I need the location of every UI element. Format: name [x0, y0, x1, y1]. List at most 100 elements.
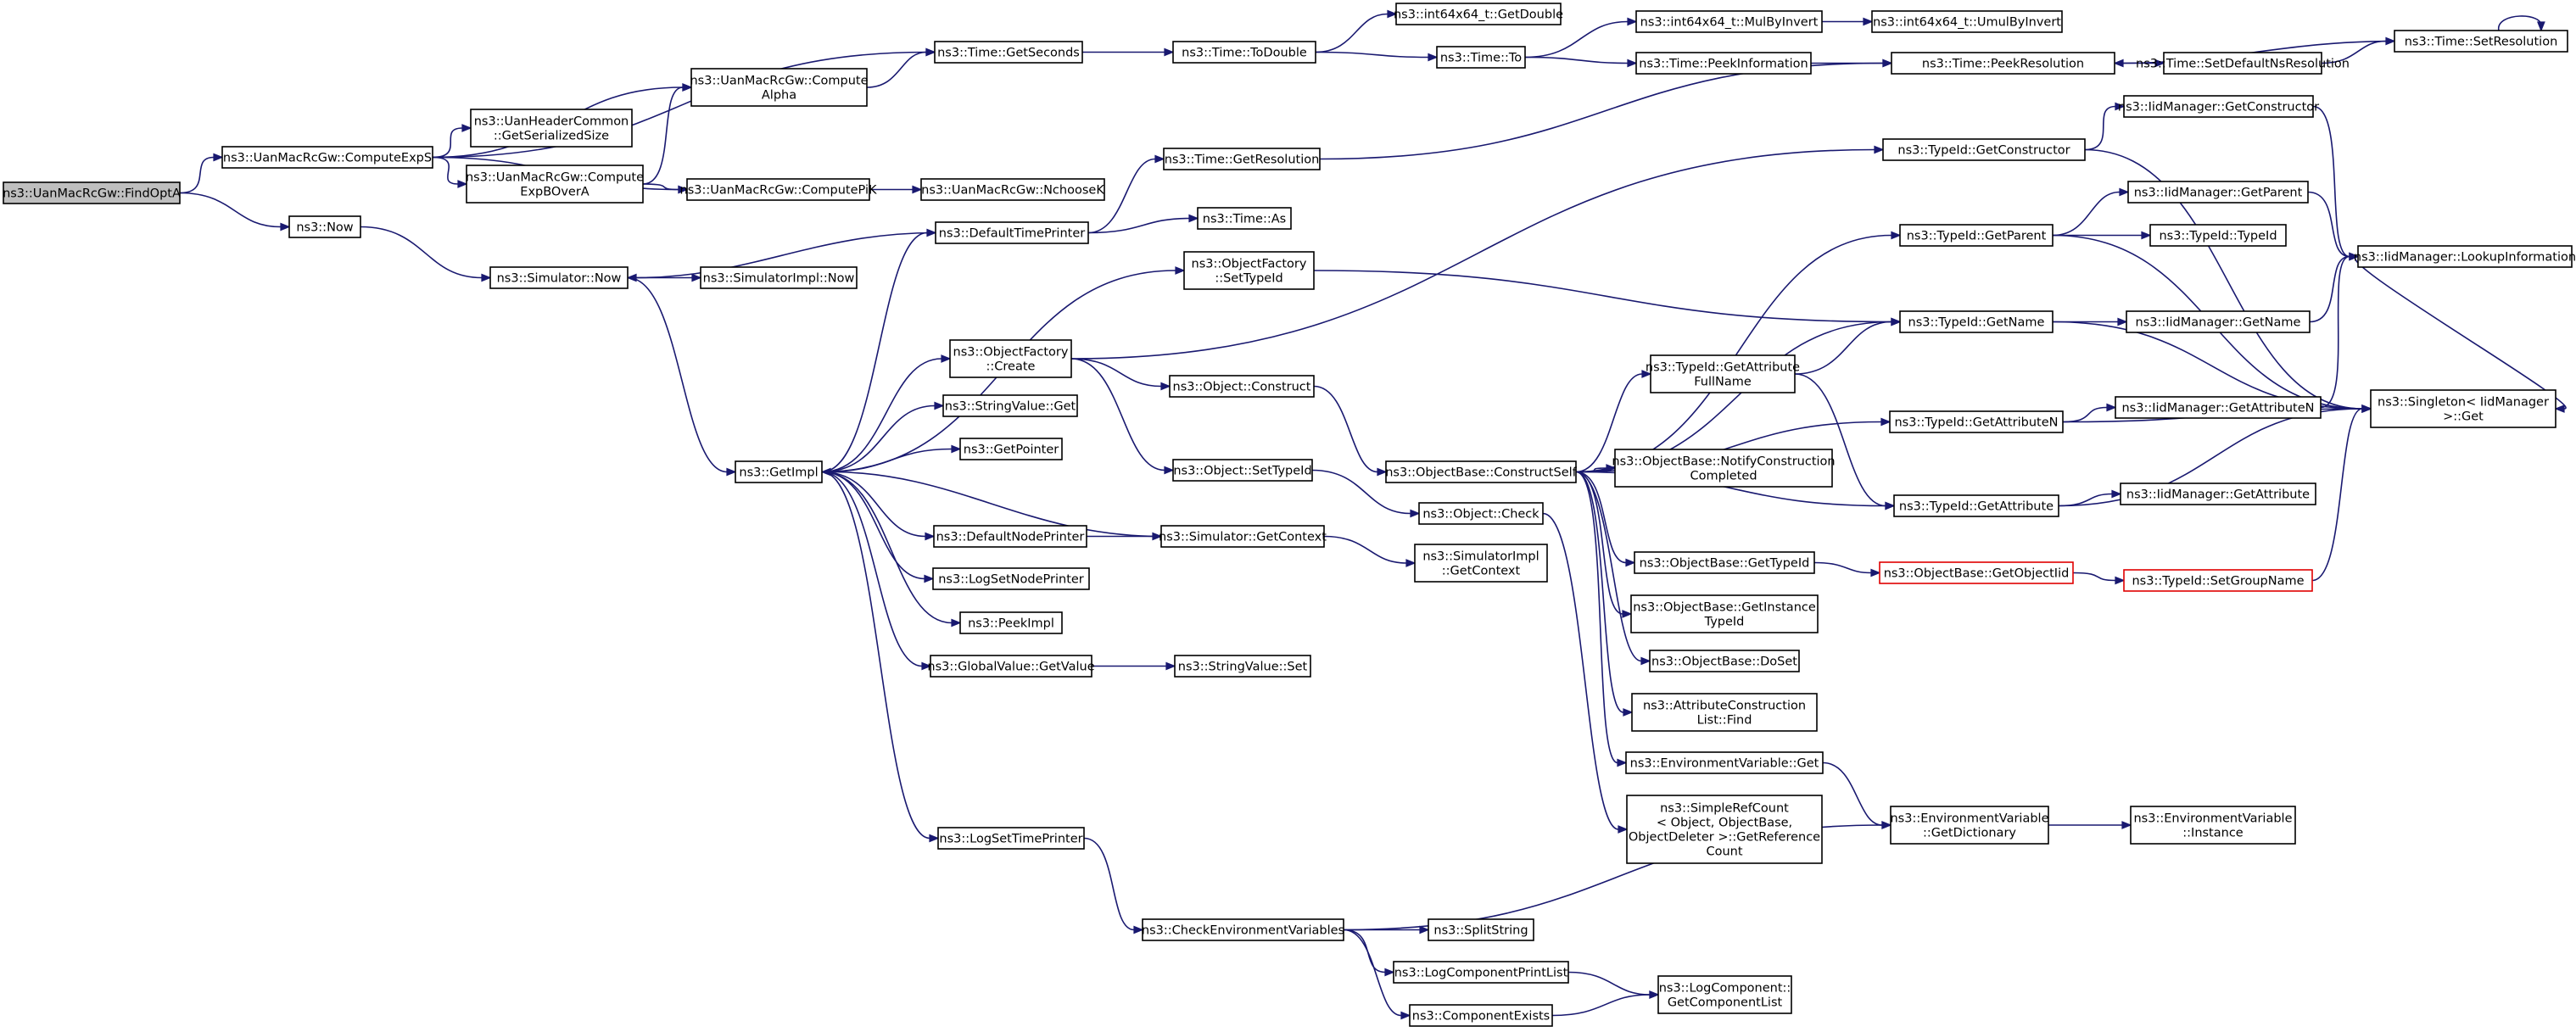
edge-n25-n56 [1313, 270, 1902, 326]
node-ns3-environmentvariable-instance[interactable]: ns3::EnvironmentVariable::Instance [2130, 806, 2296, 845]
node-label-line: ::GetDictionary [1923, 827, 2016, 840]
node-ns3-splitstring[interactable]: ns3::SplitString [1428, 918, 1534, 941]
node-ns3-defaulttimeprinter[interactable]: ns3::DefaultTimePrinter [935, 221, 1089, 244]
node-label-line: GetComponentList [1668, 996, 1783, 1010]
node-ns3-object-construct[interactable]: ns3::Object::Construct [1169, 375, 1315, 398]
node-ns3-uanmacrcgw-computepik[interactable]: ns3::UanMacRcGw::ComputePiK [680, 178, 877, 201]
edge-n47-n59 [1813, 561, 1881, 577]
node-label-line: ns3::TypeId::GetAttribute [1899, 500, 2054, 514]
edge-n26-n35 [1070, 358, 1175, 475]
node-ns3-defaultnodeprinter[interactable]: ns3::DefaultNodePrinter [933, 525, 1087, 548]
node-ns3-objectbase-doset[interactable]: ns3::ObjectBase::DoSet [1649, 650, 1800, 672]
node-label-line: ns3::TypeId::SetGroupName [2132, 575, 2304, 589]
node-ns3-componentexists[interactable]: ns3::ComponentExists [1409, 1004, 1553, 1027]
node-ns3-time-peekinformation[interactable]: ns3::Time::PeekInformation [1635, 52, 1812, 75]
node-ns3-objectfactory-create[interactable]: ns3::ObjectFactory::Create [949, 339, 1072, 378]
node-ns3-object-settypeid[interactable]: ns3::Object::SetTypeId [1172, 459, 1313, 482]
node-ns3-logcomponentprintlist[interactable]: ns3::LogComponentPrintList [1393, 961, 1569, 984]
node-label-line: ns3::Now [296, 221, 353, 235]
node-ns3-object-check[interactable]: ns3::Object::Check [1418, 502, 1544, 525]
edge-n19-n24 [627, 276, 737, 477]
node-ns3-stringvalue-set[interactable]: ns3::StringValue::Set [1174, 655, 1311, 678]
node-ns3-uanmacrcgw-nchoosek[interactable]: ns3::UanMacRcGw::NchooseK [920, 178, 1105, 201]
edge-n26-n54 [1070, 145, 1885, 360]
node-label-line: ns3::Time::PeekResolution [1922, 58, 2084, 71]
node-ns3-now[interactable]: ns3::Now [288, 215, 361, 238]
node-ns3-typeid-getconstructor[interactable]: ns3::TypeId::GetConstructor [1882, 138, 2086, 161]
node-ns3-typeid-getattribute[interactable]: ns3::TypeId::GetAttribute [1893, 494, 2059, 517]
node-label-line: ns3::PeekImpl [968, 617, 1054, 631]
node-ns3-objectbase-constructself[interactable]: ns3::ObjectBase::ConstructSelf [1385, 460, 1578, 483]
node-ns3-iidmanager-getname[interactable]: ns3::IidManager::GetName [2126, 310, 2311, 333]
node-ns3-getimpl[interactable]: ns3::GetImpl [735, 460, 823, 483]
node-ns3-time-to[interactable]: ns3::Time::To [1436, 46, 1526, 69]
node-ns3-iidmanager-getattribute[interactable]: ns3::IidManager::GetAttribute [2120, 483, 2316, 505]
edge-n10-n12 [1315, 51, 1439, 62]
node-ns3-simulator-getcontext[interactable]: ns3::Simulator::GetContext [1159, 525, 1327, 548]
node-label-line: ns3::IidManager::GetParent [2134, 187, 2303, 200]
node-ns3-iidmanager-getconstructor[interactable]: ns3::IidManager::GetConstructor [2118, 95, 2319, 118]
node-ns3-stringvalue-get[interactable]: ns3::StringValue::Get [942, 394, 1078, 417]
node-label-line: ns3::ObjectBase::GetTypeId [1640, 557, 1810, 571]
node-ns3-simulator-now[interactable]: ns3::Simulator::Now [489, 266, 629, 289]
node-ns3-int64x64-t-mulbyinvert[interactable]: ns3::int64x64_t::MulByInvert [1635, 10, 1823, 33]
node-ns3-time-setdefaultnsresolution[interactable]: ns3::Time::SetDefaultNsResolution [2136, 52, 2350, 75]
node-ns3-iidmanager-getparent[interactable]: ns3::IidManager::GetParent [2127, 181, 2309, 204]
node-ns3-time-getseconds[interactable]: ns3::Time::GetSeconds [934, 41, 1083, 64]
node-ns3-typeid-setgroupname[interactable]: ns3::TypeId::SetGroupName [2123, 569, 2313, 592]
node-label-line: ns3::ObjectFactory [953, 346, 1069, 360]
node-ns3-getpointer[interactable]: ns3::GetPointer [959, 438, 1063, 460]
node-ns3-typeid-typeid[interactable]: ns3::TypeId::TypeId [2149, 224, 2287, 247]
node-ns3-simplerefcount-object-objectbase-objectdeleter-getreference-count[interactable]: ns3::SimpleRefCount< Object, ObjectBase,… [1626, 795, 1823, 864]
node-label-line: ns3::IidManager::GetAttribute [2126, 488, 2310, 502]
edge-n39-n55 [1575, 231, 1902, 473]
node-ns3-objectbase-notifyconstruction-completed[interactable]: ns3::ObjectBase::NotifyConstructionCompl… [1612, 449, 1836, 488]
edge-n1-n2 [179, 153, 224, 194]
node-ns3-environmentvariable-get[interactable]: ns3::EnvironmentVariable::Get [1625, 751, 1824, 774]
node-ns3-uanmacrcgw-findopta[interactable]: ns3::UanMacRcGw::FindOptA [3, 181, 181, 204]
node-ns3-logcomponent-getcomponentlist[interactable]: ns3::LogComponent::GetComponentList [1657, 975, 1792, 1014]
node-ns3-time-setresolution[interactable]: ns3::Time::SetResolution [2394, 30, 2568, 53]
node-ns3-objectfactory-settypeid[interactable]: ns3::ObjectFactory::SetTypeId [1183, 251, 1315, 290]
node-ns3-simulatorimpl-now[interactable]: ns3::SimulatorImpl::Now [700, 266, 858, 289]
node-label-line: ns3::LogSetNodePrinter [938, 573, 1084, 587]
node-ns3-logsetnodeprinter[interactable]: ns3::LogSetNodePrinter [932, 567, 1090, 590]
node-label-line: Count [1706, 845, 1742, 859]
node-ns3-time-as[interactable]: ns3::Time::As [1197, 207, 1292, 230]
node-label-line: ns3::TypeId::GetAttributeN [1894, 416, 2058, 430]
node-ns3-typeid-getattributen[interactable]: ns3::TypeId::GetAttributeN [1889, 410, 2064, 433]
node-ns3-peekimpl[interactable]: ns3::PeekImpl [959, 611, 1063, 634]
edge-n59-n67 [2072, 572, 2126, 585]
node-ns3-objectbase-gettypeid[interactable]: ns3::ObjectBase::GetTypeId [1634, 551, 1815, 574]
node-ns3-iidmanager-lookupinformation[interactable]: ns3::IidManager::LookupInformation [2354, 245, 2576, 268]
edge-n24-n21 [821, 228, 937, 473]
node-ns3-iidmanager-getattributen[interactable]: ns3::IidManager::GetAttributeN [2115, 396, 2322, 419]
node-label-line: ns3::Time::ToDouble [1182, 47, 1307, 60]
node-ns3-typeid-getname[interactable]: ns3::TypeId::GetName [1899, 310, 2054, 333]
node-ns3-environmentvariable-getdictionary[interactable]: ns3::EnvironmentVariable::GetDictionary [1890, 806, 2049, 845]
node-ns3-objectbase-getobjectiid[interactable]: ns3::ObjectBase::GetObjectIid [1879, 561, 2074, 584]
node-label-line: ns3::AttributeConstruction [1643, 700, 1806, 713]
edge-n39-n45 [1575, 370, 1652, 473]
node-ns3-typeid-getparent[interactable]: ns3::TypeId::GetParent [1899, 224, 2054, 247]
node-label-line: ns3::Object::SetTypeId [1173, 465, 1311, 478]
node-ns3-time-getresolution[interactable]: ns3::Time::GetResolution [1163, 148, 1321, 170]
node-ns3-int64x64-t-umulbyinvert[interactable]: ns3::int64x64_t::UmulByInvert [1871, 10, 2063, 33]
node-ns3-uanmacrcgw-computeexps[interactable]: ns3::UanMacRcGw::ComputeExpS [221, 146, 433, 169]
edge-n38-n42 [1344, 925, 1430, 934]
node-ns3-globalvalue-getvalue[interactable]: ns3::GlobalValue::GetValue [927, 655, 1095, 678]
node-ns3-time-peekresolution[interactable]: ns3::Time::PeekResolution [1891, 52, 2115, 75]
node-ns3-logsettimeprinter[interactable]: ns3::LogSetTimePrinter [937, 827, 1085, 850]
node-label-line: ns3::UanMacRcGw::ComputePiK [680, 184, 877, 198]
node-ns3-uanheadercommon-getserializedsize[interactable]: ns3::UanHeaderCommon::GetSerializedSize [470, 109, 633, 148]
node-ns3-time-todouble[interactable]: ns3::Time::ToDouble [1172, 41, 1316, 64]
node-ns3-int64x64-t-getdouble[interactable]: ns3::int64x64_t::GetDouble [1394, 3, 1563, 25]
node-ns3-simulatorimpl-getcontext[interactable]: ns3::SimulatorImpl::GetContext [1414, 544, 1548, 583]
node-ns3-singleton-iidmanager-get[interactable]: ns3::Singleton< IidManager>::Get [2370, 389, 2556, 428]
node-ns3-checkenvironmentvariables[interactable]: ns3::CheckEnvironmentVariables [1142, 918, 1344, 941]
